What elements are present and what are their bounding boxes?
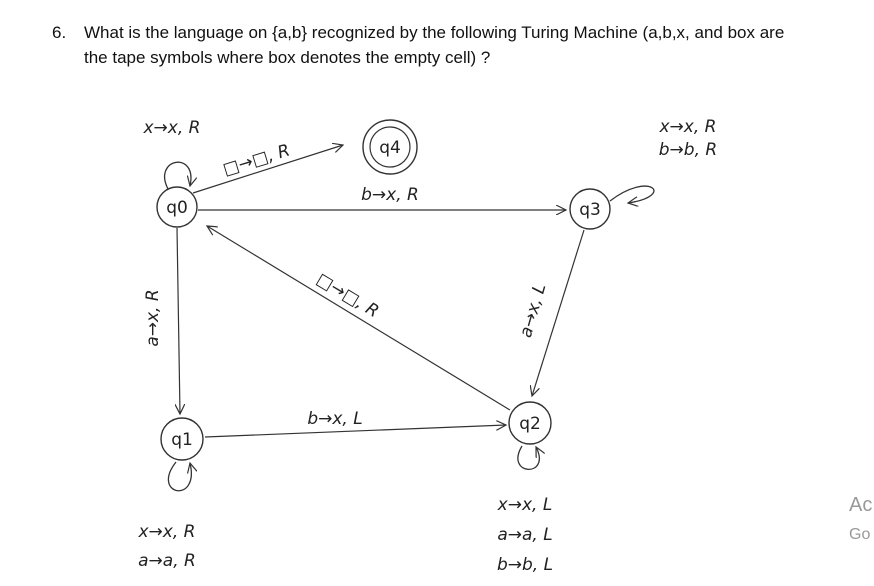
- label-q3-self-1: x→x, R: [659, 117, 717, 137]
- state-q0-label: q0: [166, 198, 188, 218]
- state-q3-label: q3: [579, 200, 601, 220]
- label-q0-q4: □→□, R: [221, 141, 293, 180]
- question-number: 6.: [52, 23, 67, 42]
- label-q2-self-1: x→x, L: [497, 495, 553, 515]
- edge-q1-q2: [204, 425, 506, 438]
- question-text: What is the language on {a,b} recognized…: [84, 23, 785, 67]
- label-q1-self-2: a→a, R: [138, 551, 196, 571]
- label-q2-self-3: b→b, L: [497, 555, 553, 575]
- label-q1-self-1: x→x, R: [138, 522, 196, 542]
- edge-q1-self: [167, 461, 191, 492]
- edge-q3-self: [609, 185, 655, 203]
- state-q2-label: q2: [519, 414, 541, 434]
- state-q1: q1: [160, 417, 204, 461]
- state-q0: q0: [156, 186, 198, 228]
- label-q0-self: x→x, R: [143, 118, 201, 138]
- edge-q2-q0: [207, 226, 511, 411]
- state-q3: q3: [569, 188, 611, 230]
- edge-q3-q2: [532, 229, 585, 396]
- state-q2: q2: [508, 401, 552, 445]
- label-q2-self-2: a→a, L: [497, 525, 552, 545]
- state-q4-accept: q4: [362, 119, 418, 175]
- label-q1-q2: b→x, L: [307, 409, 362, 429]
- edge-q2-self: [517, 445, 539, 470]
- label-q3-self-2: b→b, R: [659, 140, 717, 160]
- label-q0-q1: a→x, R: [143, 289, 163, 346]
- side-panel-text-2: Go: [849, 526, 871, 543]
- side-panel-text-1: Ac: [849, 494, 873, 516]
- state-q1-label: q1: [171, 430, 193, 450]
- edge-q0-q1: [177, 227, 180, 414]
- state-q4-label: q4: [379, 138, 401, 158]
- edge-q0-self: [164, 161, 191, 190]
- edge-q0-q4: [192, 145, 343, 194]
- label-q0-q3: b→x, R: [361, 185, 419, 205]
- label-q2-q0: □→□, R: [313, 269, 382, 322]
- label-q3-q2: a→x, L: [516, 281, 550, 339]
